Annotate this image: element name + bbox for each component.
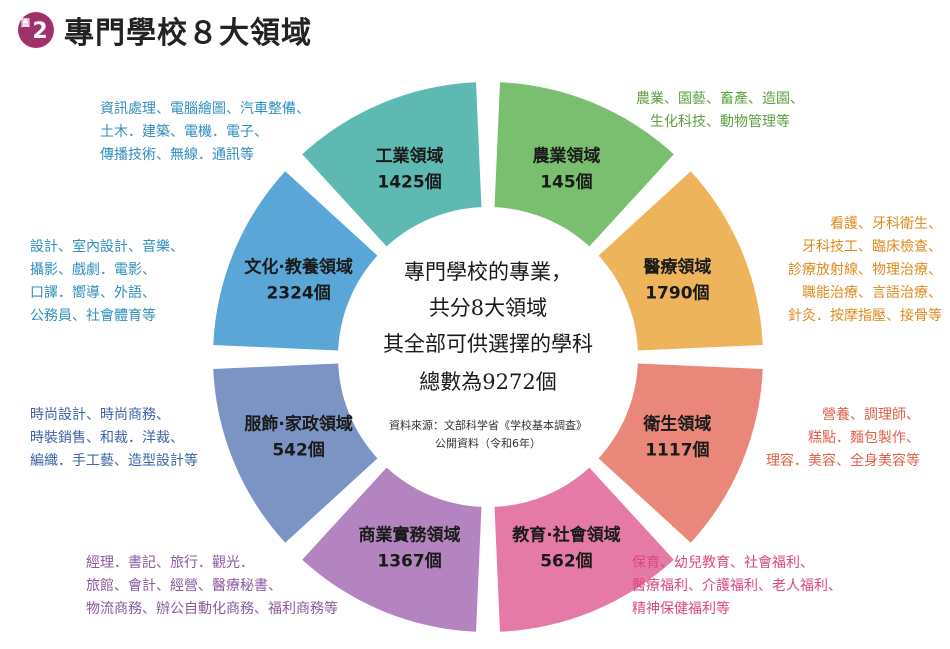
figure-badge-label: 圖	[21, 19, 31, 29]
desc-line: 醫療福利、介護福利、老人福利、	[632, 578, 842, 594]
desc-line: 土木．建築、電機．電子、	[100, 124, 268, 140]
sector-count-education-welfare: 562個	[540, 550, 593, 571]
sector-count-medical: 1790個	[645, 283, 709, 304]
sector-label-culture: 文化·教養領域	[244, 257, 352, 278]
center-line: 共分8大領域	[429, 296, 547, 320]
page-title: 專門學校８大領域	[64, 16, 312, 51]
center-line: 專門學校的專業，	[404, 260, 572, 284]
desc-line: 傳播技術、無線．通訊等	[100, 147, 254, 163]
desc-line: 營養、調理師、	[822, 407, 920, 423]
desc-line: 生化科技、動物管理等	[650, 114, 790, 130]
sector-business	[302, 467, 482, 632]
sector-fashion-home	[213, 363, 378, 543]
sector-label-industry: 工業領域	[376, 146, 444, 167]
sector-education-welfare	[494, 467, 674, 632]
desc-line: 理容．美容、全身美容等	[766, 453, 920, 469]
desc-hygiene: 營養、調理師、 糕點．麵包製作、 理容．美容、全身美容等	[766, 404, 920, 473]
sector-hygiene	[598, 363, 763, 543]
desc-line: 牙科技工、臨床檢查、	[802, 239, 942, 255]
sector-industry	[302, 82, 482, 247]
desc-line: 旅館、會計、經營、醫療秘書、	[86, 578, 282, 594]
desc-line: 職能治療、言語治療、	[802, 285, 942, 301]
center-line: 其全部可供選擇的學科	[383, 332, 593, 356]
sector-label-fashion-home: 服飾·家政領域	[244, 413, 352, 434]
sector-label-business: 商業實務領域	[359, 524, 461, 545]
sector-culture	[213, 171, 378, 351]
desc-culture: 設計、室內設計、音樂、 攝影、戲劇．電影、 口譯．嚮導、外語、 公務員、社會體育…	[30, 236, 184, 328]
desc-line: 時裝銷售、和裁．洋裁、	[30, 430, 184, 446]
desc-business: 經理．書記、旅行．觀光． 旅館、會計、經營、醫療秘書、 物流商務、辦公自動化商務…	[86, 552, 338, 621]
desc-line: 保育、幼兒教育、社會福利、	[632, 555, 814, 571]
desc-medical: 看護、牙科衛生、 牙科技工、臨床檢查、 診療放射線、物理治療、 職能治療、言語治…	[788, 213, 942, 328]
desc-line: 物流商務、辦公自動化商務、福利商務等	[86, 601, 338, 617]
sector-agriculture	[494, 82, 674, 247]
sector-label-education-welfare: 教育·社會領域	[511, 524, 620, 545]
desc-industry: 資訊處理、電腦繪圖、汽車整備、 土木．建築、電機．電子、 傳播技術、無線．通訊等	[100, 98, 310, 167]
desc-fashion-home: 時尚設計、時尚商務、 時裝銷售、和裁．洋裁、 編織．手工藝、造型設計等	[30, 404, 198, 473]
desc-line: 看護、牙科衛生、	[830, 216, 942, 232]
sector-count-business: 1367個	[377, 550, 441, 571]
sector-count-agriculture: 145個	[540, 172, 593, 193]
desc-education-welfare: 保育、幼兒教育、社會福利、 醫療福利、介護福利、老人福利、 精神保健福利等	[632, 552, 842, 621]
source-note: 公開資料（令和6年）	[435, 436, 541, 450]
desc-line: 診療放射線、物理治療、	[788, 262, 942, 278]
sector-label-medical: 醫療領域	[643, 257, 711, 278]
sector-label-hygiene: 衛生領域	[642, 413, 711, 434]
sector-count-industry: 1425個	[377, 172, 441, 193]
sector-count-culture: 2324個	[266, 283, 330, 304]
desc-line: 資訊處理、電腦繪圖、汽車整備、	[100, 101, 310, 117]
desc-line: 編織．手工藝、造型設計等	[30, 453, 198, 469]
sector-medical	[598, 171, 763, 351]
desc-line: 口譯．嚮導、外語、	[30, 285, 156, 301]
figure-badge-number: 2	[32, 18, 48, 44]
sector-count-hygiene: 1117個	[645, 439, 709, 460]
desc-line: 精神保健福利等	[632, 601, 730, 617]
center-disc	[344, 213, 632, 501]
desc-agriculture: 農業、園藝、畜產、造園、 生化科技、動物管理等	[615, 88, 825, 134]
figure-header: 圖 2 專門學校８大領域	[18, 10, 312, 51]
desc-line: 設計、室內設計、音樂、	[30, 239, 184, 255]
sector-label-agriculture: 農業領域	[532, 146, 600, 167]
center-line: 總數為9272個	[419, 370, 556, 394]
desc-line: 經理．書記、旅行．觀光．	[86, 555, 254, 571]
desc-line: 糕點．麵包製作、	[808, 430, 920, 446]
desc-line: 農業、園藝、畜產、造園、	[636, 91, 804, 107]
desc-line: 公務員、社會體育等	[30, 308, 156, 324]
source-note: 資料來源：文部科学省《学校基本調査》	[389, 418, 587, 432]
sector-count-fashion-home: 542個	[272, 439, 325, 460]
desc-line: 時尚設計、時尚商務、	[30, 407, 170, 423]
figure-badge: 圖 2	[18, 12, 54, 48]
desc-line: 針灸．按摩指壓、接骨等	[788, 308, 942, 324]
desc-line: 攝影、戲劇．電影、	[30, 262, 156, 278]
